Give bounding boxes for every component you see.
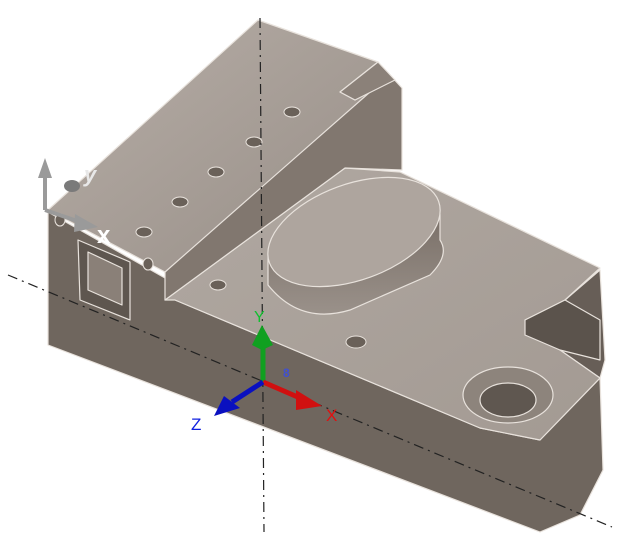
origin-triad[interactable]: Y X Z 8 bbox=[191, 309, 337, 434]
work-axes bbox=[7, 17, 613, 533]
oval-boss[interactable] bbox=[253, 156, 455, 315]
view-triad[interactable]: y x bbox=[38, 158, 111, 249]
holes bbox=[54, 106, 367, 349]
vertical-axis-line bbox=[259, 17, 265, 533]
view-y-arrow-icon bbox=[38, 158, 52, 178]
y-axis-label: Y bbox=[254, 309, 265, 326]
z-axis-arrow-icon bbox=[214, 396, 240, 416]
counterbore-hole bbox=[462, 366, 554, 424]
view-y-label: y bbox=[83, 162, 98, 187]
hole bbox=[142, 257, 154, 271]
boss-top bbox=[267, 176, 441, 288]
notch bbox=[339, 61, 396, 101]
hole bbox=[283, 106, 301, 118]
view-x-arrow-icon bbox=[74, 214, 98, 232]
x-axis-arrow-icon bbox=[296, 390, 322, 410]
y-axis-arrow-icon bbox=[252, 325, 273, 350]
hole bbox=[135, 226, 153, 238]
left-pocket-inner bbox=[87, 251, 123, 306]
right-slot bbox=[524, 299, 601, 361]
hole bbox=[207, 166, 225, 178]
origin-label: 8 bbox=[283, 366, 290, 380]
view-z-arrow-icon bbox=[64, 180, 80, 192]
view-x-label: x bbox=[97, 222, 111, 249]
hole bbox=[171, 196, 189, 208]
hole bbox=[245, 136, 263, 148]
z-axis-label: Z bbox=[191, 415, 201, 434]
hole bbox=[209, 279, 227, 291]
hole bbox=[345, 335, 367, 349]
x-axis-label: X bbox=[326, 406, 337, 425]
